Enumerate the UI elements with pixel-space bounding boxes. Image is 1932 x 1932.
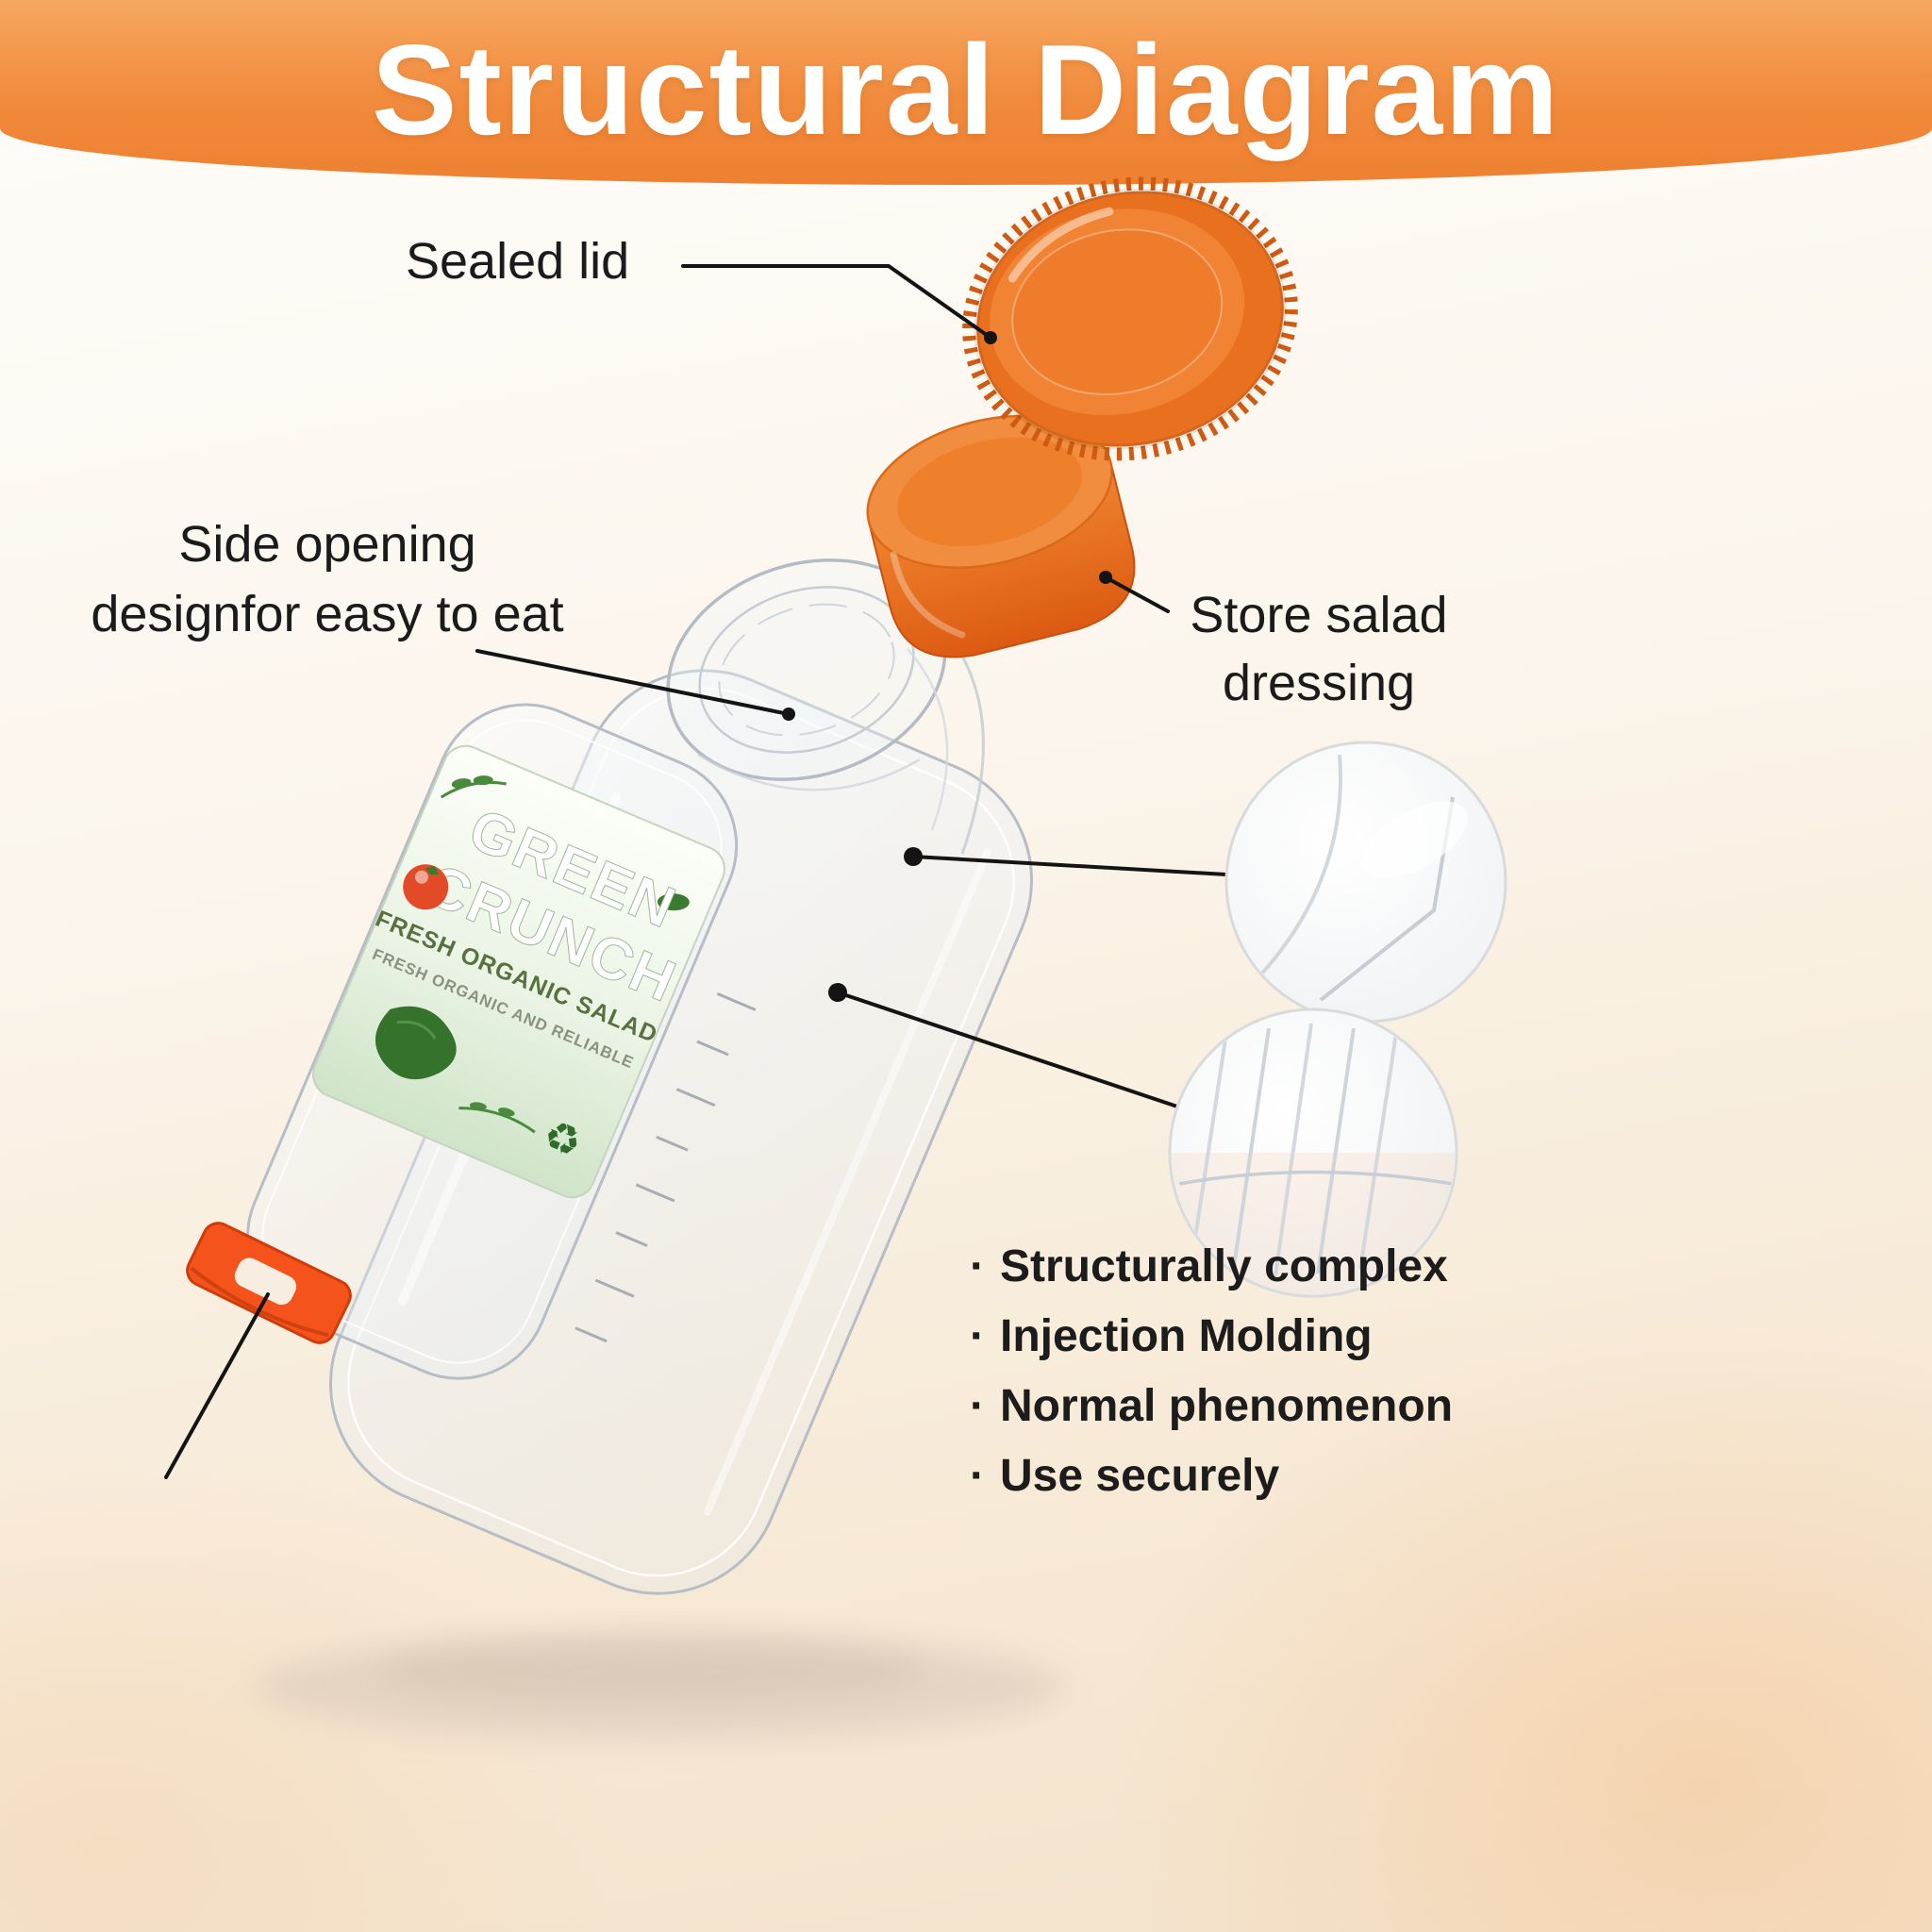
clip-line [164,1292,270,1479]
feature-item: · Use securely [970,1441,1453,1511]
sealed-lid-line [681,264,992,340]
feature-text: Injection Molding [999,1311,1373,1361]
page-title: Structural Diagram [371,18,1561,161]
sprig-icon [440,775,507,799]
bullet-glyph: · [970,1241,985,1291]
bullet-glyph: · [970,1381,985,1431]
tomato-icon [403,864,449,910]
connector-dots [782,331,1112,1002]
feature-text: Structurally complex [999,1241,1448,1291]
side-opening-line2: designfor easy to eat [91,586,564,642]
feature-item: · Normal phenomenon [970,1372,1453,1441]
leaf-icon [657,893,690,911]
store-dressing-line1: Store salad [1190,587,1448,643]
side-opening-label: Side opening designfor easy to eat [55,509,600,649]
zoom1-line [911,855,1228,876]
side-opening-line [475,649,791,716]
store-dressing-line2: dressing [1222,655,1416,711]
feature-text: Normal phenomenon [999,1381,1454,1431]
zoom-circle-1 [1224,741,1507,1024]
bullet-glyph: · [970,1451,985,1501]
zoom-circle-2 [1168,1008,1458,1298]
bullet-glyph: · [970,1311,985,1361]
feature-list: · Structurally complex · Injection Molding… [970,1232,1453,1511]
bottle-mouth [666,558,985,855]
feature-item: · Structurally complex [970,1232,1453,1302]
feature-item: · Injection Molding [970,1302,1453,1372]
side-opening-line1: Side opening [178,516,476,573]
callout-lines [164,264,1228,1479]
dressing-cup [866,414,1136,658]
sprig-bottom-icon [458,1102,536,1134]
sealed-lid-label: Sealed lid [406,233,630,290]
title-banner [0,0,1932,185]
store-dressing-label: Store salad dressing [1149,581,1489,717]
floor-shadow [255,1632,1066,1741]
clip-latch [186,1222,352,1344]
sealed-lid-cap [962,176,1298,461]
feature-text: Use securely [999,1451,1280,1501]
store-dressing-line [1104,575,1170,613]
zoom2-line [836,991,1179,1108]
measurement-ticks [575,991,757,1343]
kale-leaf-icon [375,1006,457,1080]
